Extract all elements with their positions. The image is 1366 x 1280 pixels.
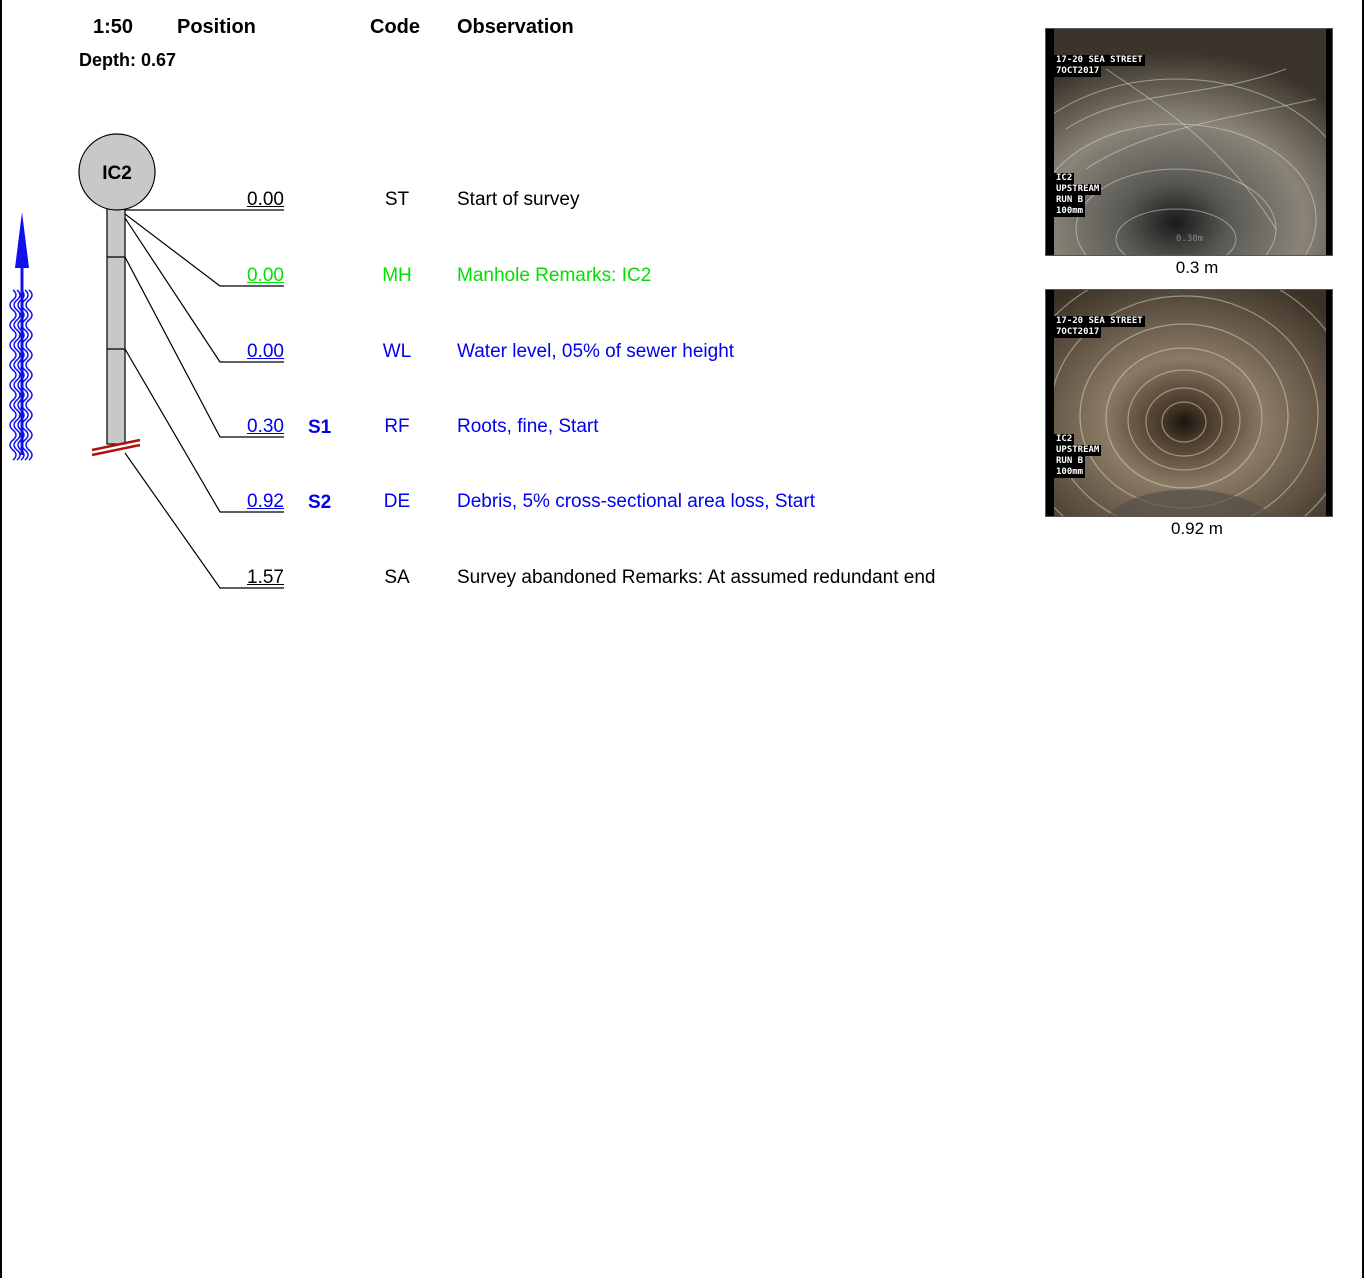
photo-overlay-text: RUN B	[1054, 195, 1086, 206]
code-value: SA	[384, 567, 410, 588]
observation-text: Debris, 5% cross-sectional area loss, St…	[457, 491, 815, 512]
photo-overlay-text: IC2	[1054, 434, 1075, 445]
code-value: ST	[384, 189, 410, 210]
observation-text: Roots, fine, Start	[457, 416, 599, 437]
code-value: DE	[383, 491, 411, 512]
code-value: WL	[382, 341, 412, 362]
position-value: 1.57	[247, 567, 284, 588]
observation-header: Observation	[457, 16, 574, 38]
cctv-photo[interactable]: 17-20 SEA STREET 7OCT2017 IC2 UPSTREAM R…	[1045, 28, 1333, 256]
code-value: MH	[382, 265, 412, 286]
code-value: RF	[384, 416, 410, 437]
severity-badge: S2	[308, 492, 332, 513]
code-header: Code	[370, 16, 420, 38]
position-header: Position	[177, 16, 256, 38]
photo-caption: 0.92 m	[1171, 519, 1223, 538]
observation-text: Survey abandoned Remarks: At assumed red…	[457, 567, 936, 588]
manhole-node	[78, 133, 156, 211]
severity-badge: S1	[308, 417, 332, 438]
photo-overlay-text: 7OCT2017	[1054, 66, 1102, 77]
photo-overlay-text: IC2	[1054, 173, 1075, 184]
pipe-body	[106, 208, 126, 445]
photo-overlay-text: UPSTREAM	[1054, 184, 1102, 195]
position-value: 0.00	[247, 265, 284, 286]
photo-overlay-text: 17-20 SEA STREET	[1054, 55, 1145, 66]
manhole-label: IC2	[102, 163, 132, 184]
scale-label: 1:50	[93, 16, 134, 38]
position-value: 0.00	[247, 341, 284, 362]
cctv-photo[interactable]: 17-20 SEA STREET 7OCT2017 IC2 UPSTREAM R…	[1045, 289, 1333, 517]
leader-lines	[124, 209, 284, 589]
position-value: 0.30	[247, 416, 284, 437]
photo-overlay-text: 100mm	[1054, 206, 1086, 217]
photo-overlay-text: 7OCT2017	[1054, 327, 1102, 338]
pipe-diagram: IC2	[9, 133, 284, 589]
photo-distance-stamp: 0.30m	[1176, 234, 1204, 244]
abandon-mark-icon	[91, 438, 141, 457]
photo-overlay-text: 100mm	[1054, 467, 1086, 478]
observation-text: Manhole Remarks: IC2	[457, 265, 652, 286]
photo-overlay-text: 17-20 SEA STREET	[1054, 316, 1145, 327]
observation-text: Water level, 05% of sewer height	[457, 341, 735, 362]
depth-label: Depth: 0.67	[79, 50, 177, 70]
observation-text: Start of survey	[457, 189, 580, 210]
position-value: 0.00	[247, 189, 284, 210]
photo-overlay-text: UPSTREAM	[1054, 445, 1102, 456]
photo-overlay-text: RUN B	[1054, 456, 1086, 467]
photo-caption: 0.3 m	[1175, 258, 1219, 277]
flow-direction-icon	[9, 212, 33, 461]
position-value: 0.92	[247, 491, 284, 512]
